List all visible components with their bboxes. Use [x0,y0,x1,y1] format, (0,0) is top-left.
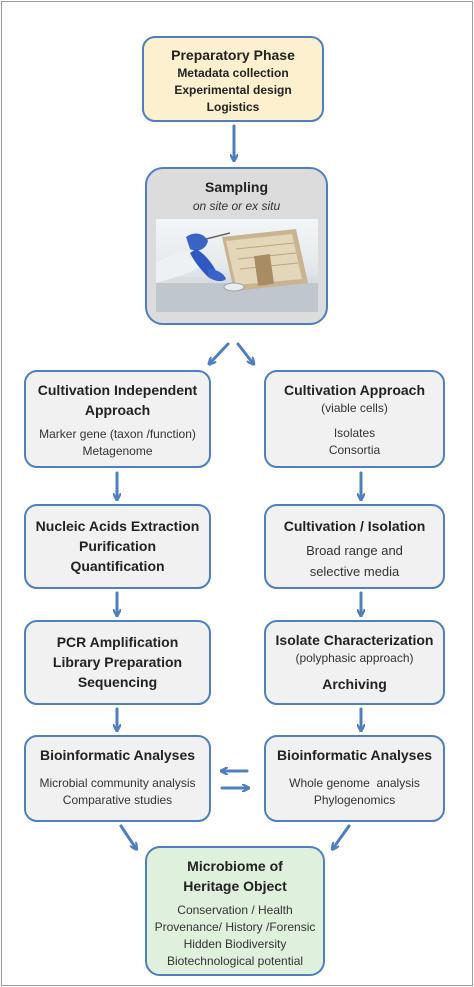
cultivation-approach-line: Isolates [333,426,376,440]
preparatory-phase-box: Preparatory Phase Metadata collection Ex… [142,36,324,122]
nucleic-acids-line: Quantification [70,558,165,574]
cultivation-independent-line: Metagenome [82,444,153,458]
microbiome-line: Biotechnological potential [166,954,304,968]
sampling-subtitle: on site or ex situ [192,199,281,213]
isolate-characterization-box: Isolate Characterization (polyphasic app… [264,620,445,705]
bioinformatics-right-line: Phylogenomics [313,793,396,807]
sampling-title: Sampling [204,179,268,195]
cultivation-independent-box: Cultivation Independent Approach Marker … [24,370,211,468]
bioinformatics-left-line: Comparative studies [62,793,173,807]
pcr-line: Sequencing [77,674,158,690]
pcr-line: Library Preparation [52,654,183,670]
microbiome-line: Provenance/ History /Forensic [154,920,316,934]
arrow-sampling-to-ci [211,342,230,362]
microbiome-box: Microbiome of Heritage Object Conservati… [145,846,325,976]
cultivation-approach-box: Cultivation Approach (viable cells) Isol… [264,370,445,468]
archiving-title: Archiving [322,676,387,692]
arrow-bio-right-to-microbiome [334,824,351,847]
cultivation-isolation-line: Broad range and [306,543,403,558]
arrow-bio-left-to-microbiome [119,824,135,847]
pcr-box: PCR Amplification Library Preparation Se… [24,620,211,705]
bioinformatics-left-box: Bioinformatic Analyses Microbial communi… [24,735,211,822]
isolate-characterization-title: Isolate Characterization [275,632,434,648]
isolate-characterization-subtitle: (polyphasic approach) [295,651,414,665]
nucleic-acids-box: Nucleic Acids Extraction Purification Qu… [24,504,211,589]
microbiome-line: Conservation / Health [177,903,293,917]
cultivation-independent-title: Approach [84,402,151,418]
preparatory-line: Logistics [206,100,260,114]
nucleic-acids-line: Purification [78,538,156,554]
pcr-line: PCR Amplification [56,634,179,650]
preparatory-title: Preparatory Phase [171,47,295,63]
preparatory-line: Metadata collection [177,66,289,80]
sampling-photo [155,219,318,312]
cultivation-independent-title: Cultivation Independent [37,382,198,398]
cultivation-isolation-line: selective media [309,564,400,579]
cultivation-approach-subtitle: (viable cells) [321,401,388,415]
arrow-sampling-to-ca [236,342,252,362]
cultivation-isolation-box: Cultivation / Isolation Broad range and … [264,504,445,589]
bioinformatics-left-title: Bioinformatic Analyses [39,747,196,763]
bioinformatics-right-box: Bioinformatic Analyses Whole genome anal… [264,735,445,822]
cultivation-approach-title: Cultivation Approach [283,382,426,398]
cultivation-independent-line: Marker gene (taxon /function) [39,427,196,441]
cultivation-approach-line: Consortia [328,443,381,457]
nucleic-acids-line: Nucleic Acids Extraction [35,518,200,534]
sampling-box: Sampling on site or ex situ [145,167,328,325]
preparatory-line: Experimental design [174,83,292,97]
bioinformatics-right-title: Bioinformatic Analyses [276,747,433,763]
microbiome-title: Microbiome of [187,858,283,874]
bioinformatics-right-line: Whole genome analysis [289,776,420,790]
bioinformatics-left-line: Microbial community analysis [39,776,196,790]
microbiome-line: Hidden Biodiversity [183,937,287,951]
microbiome-title: Heritage Object [183,878,287,894]
cultivation-isolation-title: Cultivation / Isolation [283,518,426,534]
